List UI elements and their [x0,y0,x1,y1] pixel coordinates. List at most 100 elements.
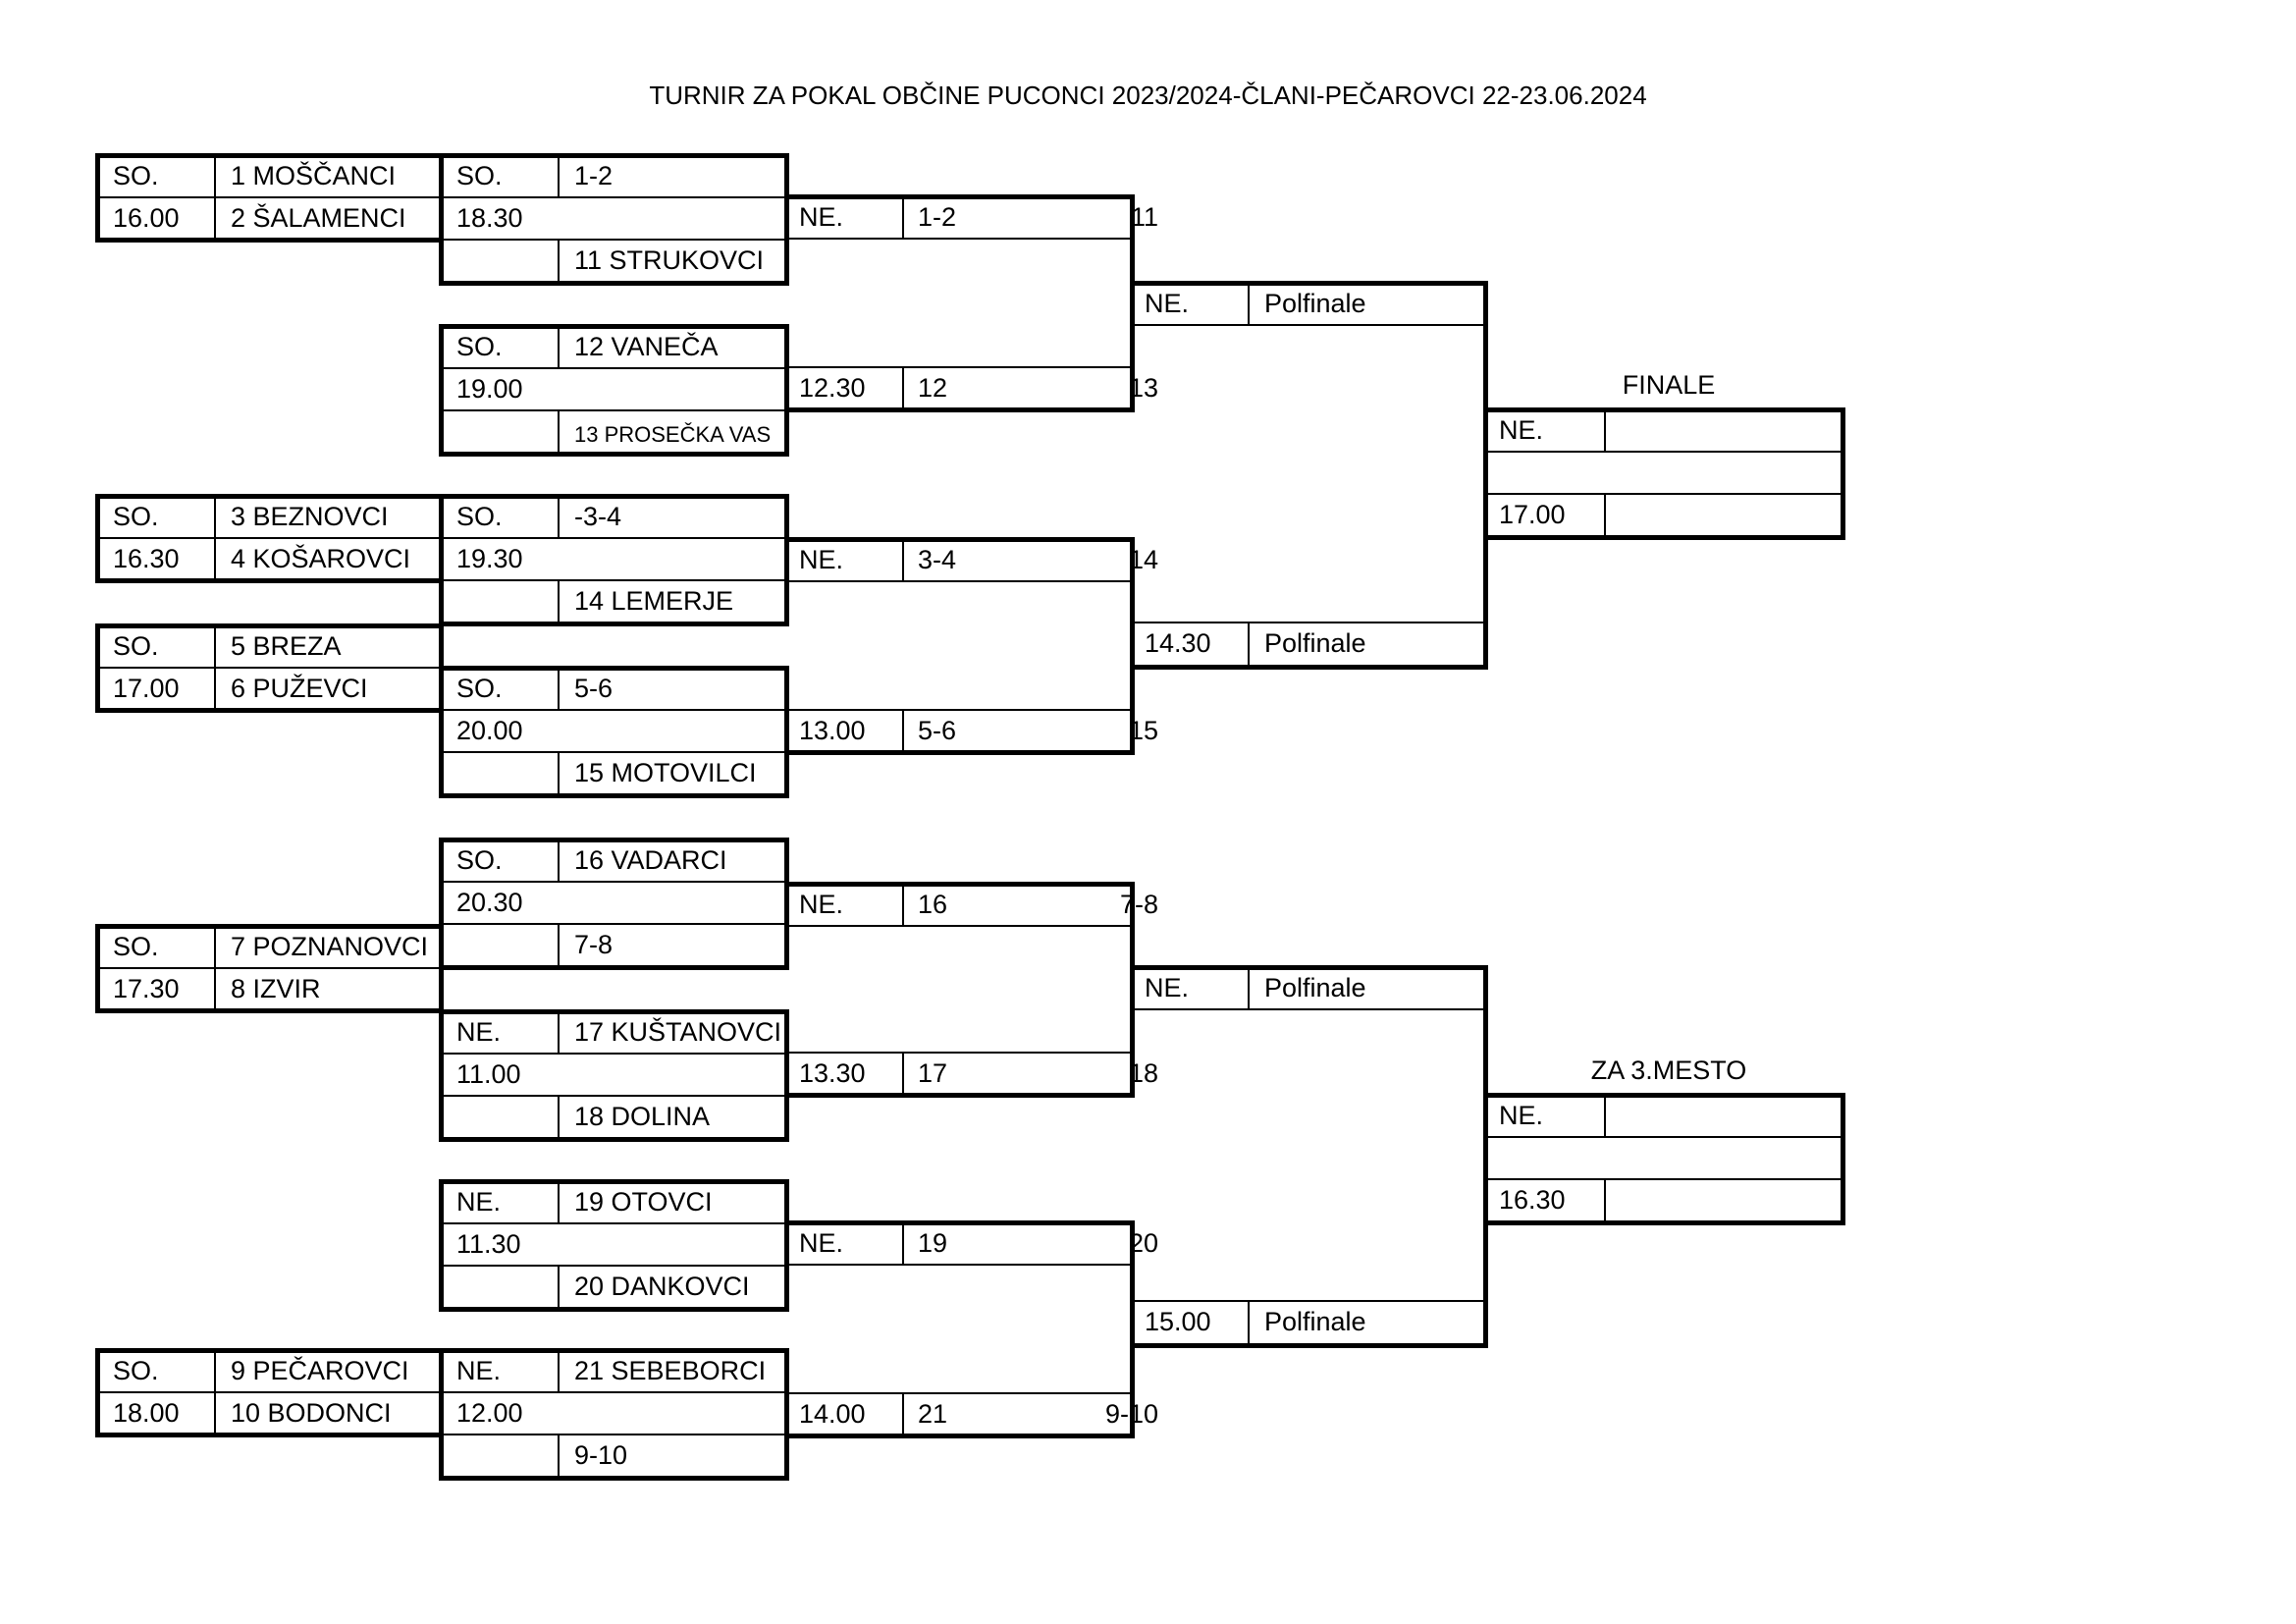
grid-line [441,923,786,925]
grid-line [441,579,786,581]
grid-line [1482,280,1488,670]
grid-line [1248,623,1250,667]
grid-line [97,493,441,499]
match-time: 17.00 [113,674,180,703]
match-time: 19.00 [456,374,523,404]
grid-line [441,196,786,198]
grid-line [97,1432,441,1437]
grid-line [786,1092,1132,1098]
grid-line [786,406,1132,412]
grid-line [558,1435,560,1478]
grid-line [441,367,786,369]
match-time: 16.00 [113,203,180,233]
match-slot: 21 [918,1399,948,1429]
match-day: NE. [1145,973,1190,1002]
grid-line [441,964,786,970]
grid-line [214,496,216,580]
match-day: SO. [113,1356,159,1385]
team-name: 9 PEČAROVCI [231,1356,409,1385]
grid-line [214,926,216,1010]
grid-line [441,1095,786,1097]
grid-line [1485,534,1842,540]
match-time: 17.30 [113,974,180,1003]
grid-line [97,707,441,713]
grid-line [1132,280,1485,286]
grid-line [1129,1219,1135,1438]
grid-line [97,237,441,243]
grid-line [786,536,1132,542]
grid-line [97,577,441,583]
match-time: 15.00 [1145,1307,1211,1336]
grid-line [438,837,444,970]
grid-line [441,493,786,499]
grid-line [1604,1179,1606,1222]
match-time: 18.00 [113,1398,180,1428]
grid-line [441,881,786,883]
team-name: 18 DOLINA [574,1102,711,1131]
final-heading: FINALE [1622,370,1716,400]
match-day: SO. [456,845,503,875]
team-name: 7 POZNANOVCI [231,932,429,961]
match-day: NE. [799,890,844,919]
grid-line [786,1219,1132,1225]
grid-line [558,496,560,538]
grid-line [214,155,216,240]
match-slot: 11 [1130,202,1158,232]
match-day: NE. [799,1228,844,1258]
grid-line [902,1053,904,1095]
grid-line [786,925,1132,927]
team-name: 19 OTOVCI [574,1187,713,1217]
grid-line [902,884,904,926]
team-name: 11 STRUKOVCI [574,245,765,275]
grid-line [786,1392,1132,1394]
grid-line [441,1391,786,1393]
grid-line [441,1347,786,1353]
grid-line [558,752,560,795]
match-time: 12.00 [456,1398,523,1428]
match-slot: 9-10 [1104,1399,1158,1429]
grid-line [94,493,100,583]
grid-line [441,1008,786,1014]
round-label: Polfinale [1264,1307,1366,1336]
grid-line [97,667,441,669]
grid-line [441,1136,786,1142]
page-title: TURNIR ZA POKAL OBČINE PUCONCI 2023/2024… [649,81,1647,110]
match-slot: 7-8 [1119,890,1158,919]
grid-line [558,240,560,283]
grid-line [214,625,216,710]
match-time: 19.30 [456,544,523,573]
match-time: 12.30 [799,373,866,403]
grid-line [441,665,786,671]
match-time: 13.30 [799,1058,866,1088]
team-name: 16 VADARCI [574,845,727,875]
match-day: NE. [456,1017,502,1047]
final-heading: ZA 3.MESTO [1590,1056,1747,1085]
match-slot: 19 [918,1228,948,1258]
match-day: SO. [456,332,503,361]
grid-line [1604,409,1606,452]
grid-line [97,1347,441,1353]
grid-line [441,1475,786,1481]
grid-line [558,410,560,454]
match-day: SO. [113,502,159,531]
grid-line [558,1096,560,1139]
match-time: 20.00 [456,716,523,745]
grid-line [438,493,444,626]
grid-line [441,1222,786,1224]
team-name: 2 ŠALAMENCI [231,203,406,233]
grid-line [1485,1178,1842,1180]
match-slot: 20 [1128,1228,1158,1258]
grid-line [902,367,904,409]
grid-line [97,537,441,539]
grid-line [902,1393,904,1435]
match-day: SO. [456,502,503,531]
grid-line [441,1265,786,1267]
grid-line [441,792,786,798]
grid-line [558,839,560,882]
match-slot: 1-2 [918,202,957,232]
team-name: 14 LEMERJE [574,586,734,616]
grid-line [94,1347,100,1437]
match-slot: 13 [1128,373,1158,403]
grid-line [783,323,789,457]
match-time: 14.00 [799,1399,866,1429]
